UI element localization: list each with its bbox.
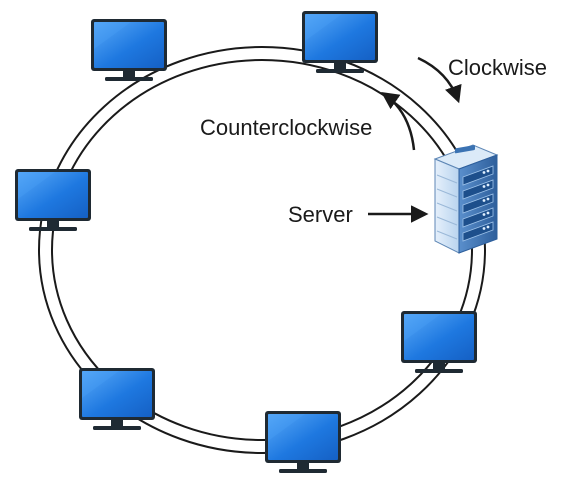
monitor-neck [47, 221, 59, 227]
computer-top-left-icon [91, 19, 167, 81]
monitor-base [105, 77, 153, 81]
monitor-screen [82, 371, 152, 417]
monitor-base [93, 426, 141, 430]
counterclockwise-label: Counterclockwise [200, 115, 372, 140]
monitor-screen [94, 22, 164, 68]
monitor-neck [433, 363, 445, 369]
screen-glare [18, 172, 55, 199]
monitor-neck [297, 463, 309, 469]
screen-glare [82, 371, 119, 398]
computer-bottom-left-icon [79, 368, 155, 430]
screen-glare [404, 314, 441, 341]
clockwise-arrow [417, 56, 462, 104]
clockwise-label: Clockwise [448, 55, 547, 80]
screen-glare [305, 14, 342, 41]
computer-bottom-right-icon [401, 311, 477, 373]
server-rack-icon [433, 144, 499, 254]
monitor-neck [334, 63, 346, 69]
monitor-neck [123, 71, 135, 77]
monitor-screen [268, 414, 338, 460]
screen-glare [94, 22, 131, 49]
computers [15, 11, 477, 473]
computer-bottom-icon [265, 411, 341, 473]
screen-glare [268, 414, 305, 441]
monitor-screen [404, 314, 474, 360]
monitor-screen [18, 172, 88, 218]
computer-top-right-icon [302, 11, 378, 73]
monitor-base [29, 227, 77, 231]
counterclockwise-arrow [381, 92, 416, 151]
monitor-base [415, 369, 463, 373]
ring-outer [38, 46, 486, 454]
ring [38, 46, 486, 454]
computer-left-icon [15, 169, 91, 231]
monitor-base [316, 69, 364, 73]
monitor-neck [111, 420, 123, 426]
ring-inner [51, 59, 473, 441]
monitor-screen [305, 14, 375, 60]
monitor-base [279, 469, 327, 473]
server-label: Server [288, 202, 353, 227]
